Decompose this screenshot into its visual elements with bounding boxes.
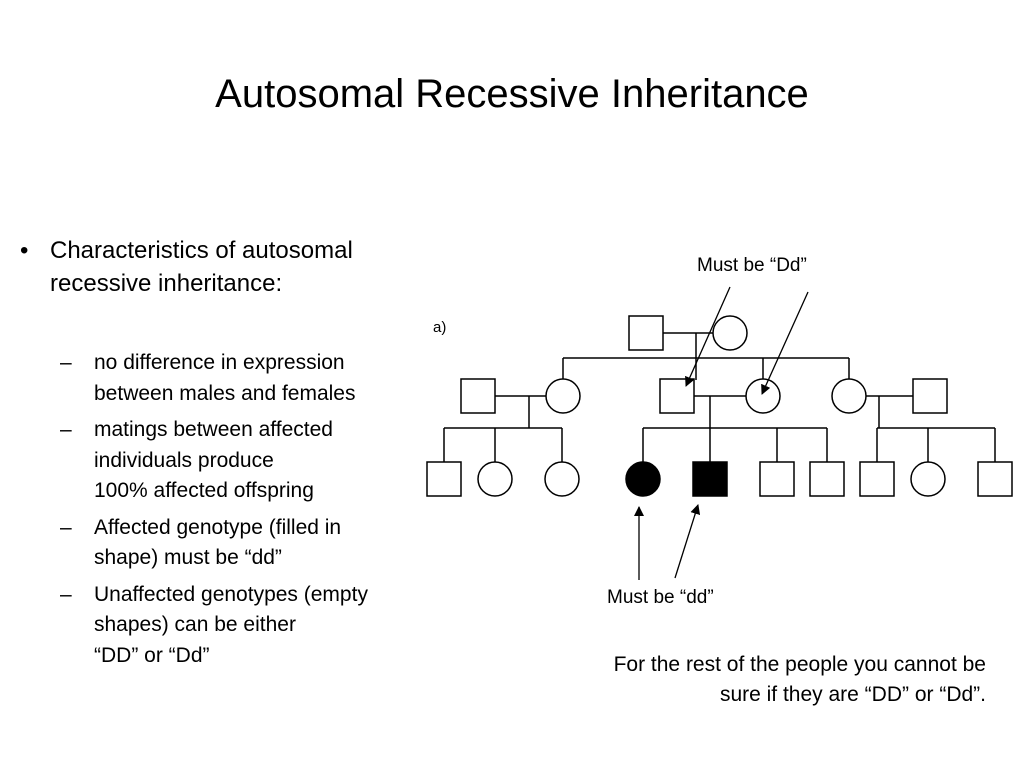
footnote: For the rest of the people you cannot be… [500,650,986,710]
female-unaffected [544,461,580,497]
male-unaffected [809,461,845,497]
bullet-text: Characteristics of autosomal recessive i… [50,237,353,297]
annotation-arrows [634,286,809,580]
subpoint: – no difference in expression between ma… [60,348,440,409]
page-title: Autosomal Recessive Inheritance [215,72,809,116]
subpoint-dash: – [60,351,72,374]
label-must-be-dd: Must be “dd” [607,587,714,608]
female-unaffected [712,315,748,351]
male-unaffected [659,378,695,414]
subpoint-line: matings between affected [94,418,333,441]
male-unaffected [628,315,664,351]
subpoint-line: individuals produce [94,448,274,472]
male-unaffected [759,461,795,497]
male-unaffected [859,461,895,497]
subpoint: – Unaffected genotypes (empty shapes) ca… [60,580,440,672]
female-unaffected [745,378,781,414]
arrow-to-affected-male [674,504,701,579]
female-affected [625,461,661,497]
subpoint-list: – no difference in expression between ma… [60,348,440,677]
subpoint: – Affected genotype (filled in shape) mu… [60,513,440,574]
pedigree-individuals [426,315,1013,497]
footnote-line: For the rest of the people you cannot be [613,653,986,676]
male-unaffected [912,378,948,414]
female-unaffected [910,461,946,497]
subpoint-line: “DD” or “Dd” [94,643,210,667]
footnote-line: sure if they are “DD” or “Dd”. [719,683,986,706]
subpoint-line: Unaffected genotypes (empty [94,582,368,606]
male-unaffected [426,461,462,497]
subpoint-dash: – [60,418,72,441]
arrow-to-father [685,286,731,387]
subpoint-line: Affected genotype (filled in [94,515,342,539]
male-unaffected [460,378,496,414]
bullet-main: • Characteristics of autosomal recessive… [20,234,430,300]
subpoint-line: no difference in expression [94,351,345,374]
female-unaffected [545,378,581,414]
panel-label: a) [433,319,446,336]
label-must-be-Dd: Must be “Dd” [697,255,807,276]
male-affected [692,461,728,497]
subpoint-line: 100% affected offspring [94,479,314,502]
subpoint-line: between males and females [94,381,356,405]
female-unaffected [831,378,867,414]
subpoint-line: shapes) can be either [94,613,296,636]
subpoint-dash: – [60,582,72,606]
bullet-mark: • [20,237,29,264]
pedigree-lines [443,332,996,462]
female-unaffected [477,461,513,497]
male-unaffected [977,461,1013,497]
subpoint-dash: – [60,515,72,539]
subpoint: – matings between affected individuals p… [60,415,440,507]
subpoint-line: shape) must be “dd” [94,546,282,569]
arrow-to-mother [761,291,809,395]
